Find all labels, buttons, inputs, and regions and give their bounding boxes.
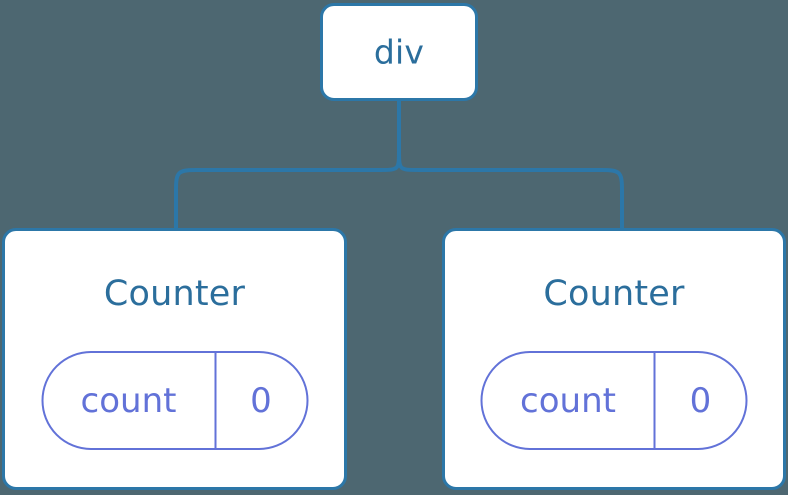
state-pill-0[interactable]: count 0 <box>41 351 308 450</box>
node-counter-1[interactable]: Counter count 0 <box>442 228 786 490</box>
node-counter-0-label: Counter <box>103 274 246 314</box>
node-div[interactable]: div <box>320 3 478 101</box>
connector-root-to-child-1 <box>397 98 624 230</box>
node-counter-1-label: Counter <box>543 274 685 314</box>
state-value-0: 0 <box>250 380 272 421</box>
state-key-0: count <box>43 353 216 448</box>
state-key-1: count <box>483 353 656 448</box>
node-counter-0[interactable]: Counter count 0 <box>2 228 347 490</box>
node-div-label: div <box>373 32 425 72</box>
connector-root-to-child-0 <box>174 98 401 230</box>
state-pill-1[interactable]: count 0 <box>480 351 748 450</box>
state-value-1: 0 <box>689 380 712 421</box>
